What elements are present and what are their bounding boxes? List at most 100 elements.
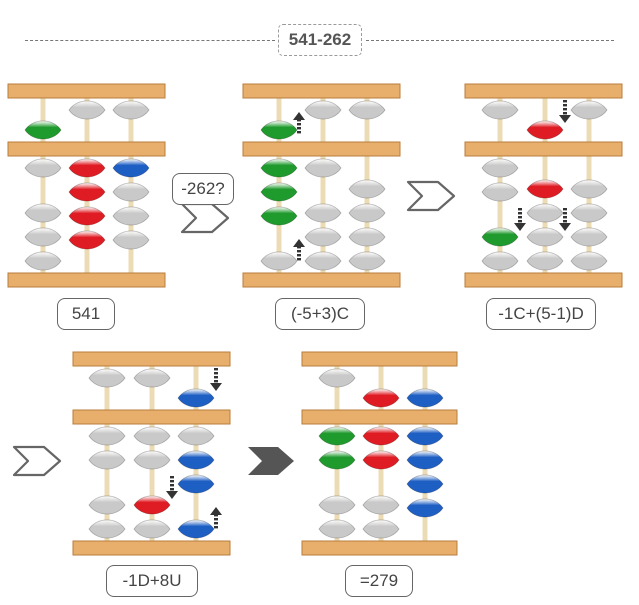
arrow-dash xyxy=(170,484,174,487)
arrow-dash xyxy=(214,368,218,371)
step3-earth-bead-rod3-1 xyxy=(570,179,608,199)
connector-label: -262? xyxy=(172,173,234,205)
arrow-dash xyxy=(563,220,567,223)
arrow-dash xyxy=(170,480,174,483)
problem-title: 541-262 xyxy=(278,24,362,56)
step3-frame-bar-beam xyxy=(464,141,623,157)
arrow-dash xyxy=(214,522,218,525)
arrow-dash xyxy=(518,208,522,211)
step4-heaven-bead-rod1 xyxy=(88,368,126,388)
step1-earth-bead-rod1-2 xyxy=(24,203,62,223)
step3-earth-bead-rod2-1 xyxy=(526,179,564,199)
step2-heaven-bead-rod1 xyxy=(260,120,298,140)
arrow-dash xyxy=(563,104,567,107)
title-rule-right xyxy=(366,40,614,41)
step2-earth-bead-rod1-1 xyxy=(260,158,298,178)
arrow-dash xyxy=(563,100,567,103)
step1-earth-bead-rod1-1 xyxy=(24,158,62,178)
step3-move-arrow-3 xyxy=(559,208,571,231)
step5-earth-bead-rod1-2 xyxy=(318,450,356,470)
step2-rod-2 xyxy=(320,84,326,287)
step4-earth-bead-rod3-1 xyxy=(177,426,215,446)
step3-frame-bar-bottom xyxy=(464,272,623,288)
step5-heaven-bead-rod3 xyxy=(406,388,444,408)
step5-heaven-bead-rod1 xyxy=(318,368,356,388)
arrow-dash xyxy=(214,514,218,517)
step1-earth-bead-rod3-3 xyxy=(112,206,150,226)
step4-heaven-bead-rod2 xyxy=(133,368,171,388)
step1-earth-bead-rod2-1 xyxy=(68,158,106,178)
arrow-dash xyxy=(297,127,301,130)
step4-earth-bead-rod2-4 xyxy=(133,519,171,539)
arrow-head xyxy=(559,115,571,123)
step2-earth-bead-rod2-2 xyxy=(304,203,342,223)
step5-earth-bead-rod2-4 xyxy=(362,519,400,539)
arrow-dash xyxy=(297,119,301,122)
arrow-dash xyxy=(214,526,218,529)
arrow-dash xyxy=(297,258,301,261)
step2-move-arrow-2 xyxy=(293,239,305,261)
step1-earth-bead-rod3-2 xyxy=(112,182,150,202)
step3-move-arrow-1 xyxy=(559,100,571,123)
step4-earth-bead-rod3-2 xyxy=(177,450,215,470)
step3-earth-bead-rod1-4 xyxy=(481,251,519,271)
step5-earth-bead-rod3-3 xyxy=(406,474,444,494)
step3-earth-bead-rod1-3 xyxy=(481,227,519,247)
step4-earth-bead-rod3-3 xyxy=(177,474,215,494)
arrow-dash xyxy=(214,376,218,379)
step3-earth-bead-rod3-2 xyxy=(570,203,608,223)
step5-frame-bar-top xyxy=(301,351,458,367)
step3-earth-bead-rod2-4 xyxy=(526,251,564,271)
step5-earth-bead-rod3-2 xyxy=(406,450,444,470)
step4-move-arrow-1 xyxy=(210,368,222,391)
arrow-head xyxy=(559,223,571,231)
step-label-3: -1C+(5-1)D xyxy=(486,298,596,330)
step3-earth-bead-rod1-1 xyxy=(481,158,519,178)
step1-frame-bar-beam xyxy=(7,141,166,157)
step5-frame-bar-bottom xyxy=(301,540,458,556)
step3-earth-bead-rod3-3 xyxy=(570,227,608,247)
step-label-2: (-5+3)C xyxy=(275,298,365,330)
step4-earth-bead-rod2-2 xyxy=(133,450,171,470)
step-label-4: -1D+8U xyxy=(106,565,198,597)
step-connector-arrow-1 xyxy=(180,202,230,234)
step1-heaven-bead-rod3 xyxy=(112,100,150,120)
step1-frame-bar-top xyxy=(7,83,166,99)
step1-earth-bead-rod3-1 xyxy=(112,158,150,178)
arrow-dash xyxy=(170,476,174,479)
arrow-dash xyxy=(518,220,522,223)
step2-move-arrow-1 xyxy=(293,112,305,134)
step5-earth-bead-rod2-1 xyxy=(362,426,400,446)
arrow-dash xyxy=(563,112,567,115)
arrow-head xyxy=(166,491,178,499)
arrow-dash xyxy=(563,208,567,211)
step1-frame-bar-bottom xyxy=(7,272,166,288)
arrow-dash xyxy=(297,250,301,253)
step-connector-arrow-3 xyxy=(12,445,62,477)
step4-frame-bar-bottom xyxy=(72,540,231,556)
step2-earth-bead-rod3-1 xyxy=(348,179,386,199)
arrow-dash xyxy=(518,212,522,215)
step1-earth-bead-rod1-4 xyxy=(24,251,62,271)
step2-earth-bead-rod1-3 xyxy=(260,206,298,226)
step3-heaven-bead-rod1 xyxy=(481,100,519,120)
arrow-dash xyxy=(563,216,567,219)
arrow-dash xyxy=(214,372,218,375)
step3-heaven-bead-rod2 xyxy=(526,120,564,140)
arrow-dash xyxy=(297,131,301,134)
arrow-dash xyxy=(214,380,218,383)
title-rule-left xyxy=(25,40,275,41)
step2-earth-bead-rod2-1 xyxy=(304,158,342,178)
step1-earth-bead-rod2-4 xyxy=(68,230,106,250)
step5-frame-bar-beam xyxy=(301,409,458,425)
arrow-head xyxy=(514,223,526,231)
step1-rod-1 xyxy=(40,84,46,287)
arrow-dash xyxy=(563,212,567,215)
step4-heaven-bead-rod3 xyxy=(177,388,215,408)
arrow-dash xyxy=(297,254,301,257)
arrow-dash xyxy=(170,488,174,491)
step4-frame-bar-top xyxy=(72,351,231,367)
step4-move-arrow-2 xyxy=(166,476,178,499)
step2-earth-bead-rod2-3 xyxy=(304,227,342,247)
step4-earth-bead-rod1-2 xyxy=(88,450,126,470)
